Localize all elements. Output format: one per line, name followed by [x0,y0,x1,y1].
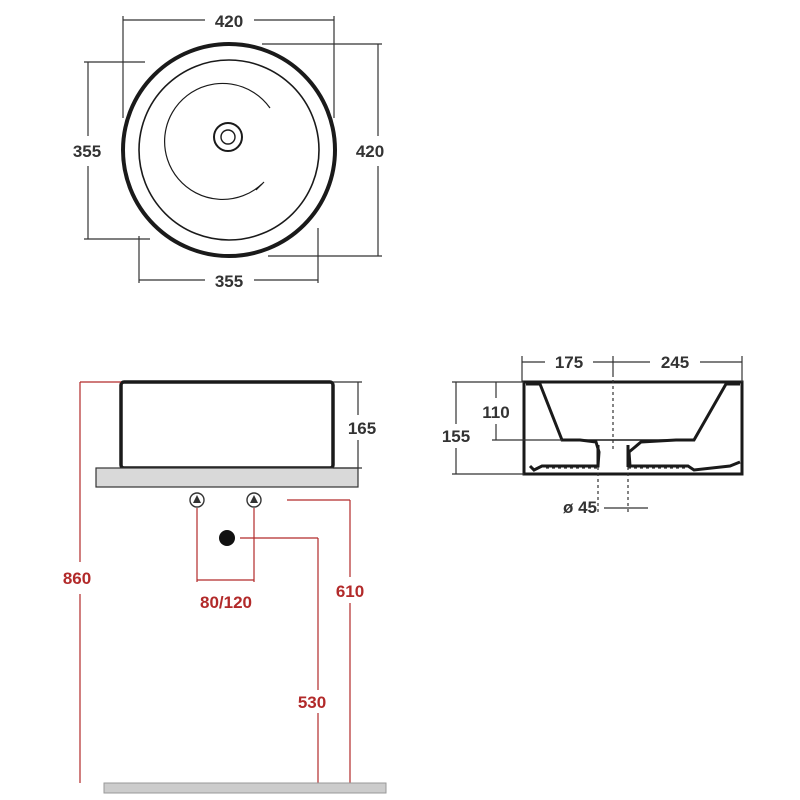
floor [103,782,387,794]
basin-section-right-wall [627,382,741,472]
basin-bowl-contour-mark [255,181,265,191]
dim-tap-spacing: 80/120 [200,593,252,612]
section-view: 175 245 110 155 ø 45 [442,353,744,517]
basin-section-left-wall [526,382,601,472]
dim-drain-diameter: ø 45 [563,498,597,517]
dim-outer-height: 155 [442,427,470,446]
basin-inner-rim [138,59,320,241]
countertop [95,467,359,488]
basin-section-outer [522,380,744,476]
drain-outer [213,122,243,152]
top-view: 420 420 355 355 [73,12,384,291]
dim-total-height: 860 [63,569,91,588]
basin-bowl-contour [164,82,271,201]
dim-left-depth: 175 [555,353,583,372]
dim-tap-height: 610 [336,582,364,601]
drain-inner [220,129,236,145]
drain-pipe-icon [219,530,235,546]
front-view: 165 860 80/120 610 530 [63,380,387,794]
dim-drain-height: 530 [298,693,326,712]
dim-bottom-width: 355 [215,272,243,291]
dim-inner-depth: 110 [482,403,509,422]
dim-right-depth: 245 [661,353,689,372]
dim-basin-height: 165 [348,419,376,438]
tap-left-icon [189,492,205,508]
tap-right-icon [246,492,262,508]
basin-outer-rim [121,42,337,258]
dim-left-height: 355 [73,142,101,161]
dim-right-height: 420 [356,142,384,161]
dim-top-width: 420 [215,12,243,31]
basin-front-body [119,380,335,470]
